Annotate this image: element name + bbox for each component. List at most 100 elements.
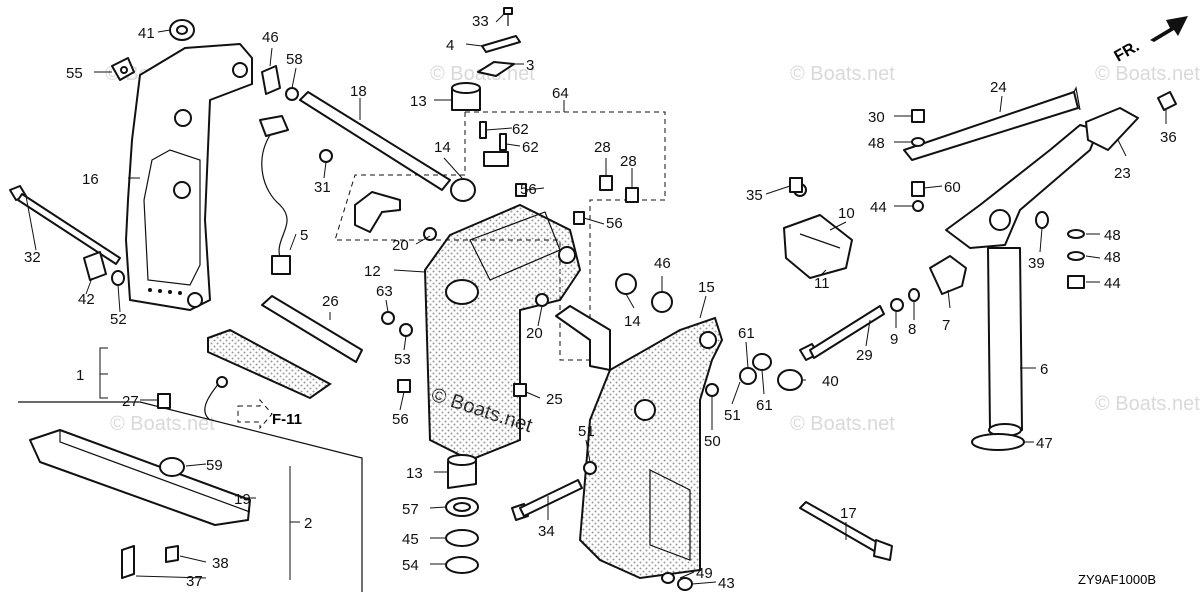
part-number-label: 2 bbox=[304, 515, 312, 532]
part-number-label: 5 bbox=[300, 227, 308, 244]
part-number-label: 4 bbox=[446, 37, 454, 54]
part-number-label: 28 bbox=[620, 153, 637, 170]
bushing-icon bbox=[615, 273, 673, 313]
shaft-icon bbox=[299, 91, 476, 202]
part-number-label: 39 bbox=[1028, 255, 1045, 272]
part-number-label: 62 bbox=[512, 121, 529, 138]
reference-label: F-11 bbox=[272, 411, 302, 428]
part-number-label: 30 bbox=[868, 109, 885, 126]
part-number-label: 50 bbox=[704, 433, 721, 450]
leader-lines bbox=[25, 13, 1167, 585]
part-number-label: 36 bbox=[1160, 129, 1177, 146]
washer-icon bbox=[445, 529, 479, 574]
part-number-label: 25 bbox=[546, 391, 563, 408]
reference-box: F-11 bbox=[237, 398, 302, 430]
part-number-label: 57 bbox=[402, 501, 419, 518]
nut-icon bbox=[169, 19, 195, 41]
watermark: © Boats.net bbox=[110, 413, 215, 435]
bolt-icon bbox=[789, 91, 1177, 289]
diagram-code: ZY9AF1000B bbox=[1078, 572, 1156, 587]
assembly-boundary bbox=[334, 111, 666, 361]
part-number-label: 34 bbox=[538, 523, 555, 540]
part-number-label: 51 bbox=[724, 407, 741, 424]
part-number-label: 48 bbox=[1104, 249, 1121, 266]
bushing-icon bbox=[83, 251, 125, 286]
part-number-label: 41 bbox=[138, 25, 155, 42]
part-number-label: 51 bbox=[578, 423, 595, 440]
washer-icon bbox=[890, 288, 920, 312]
part-number-label: 44 bbox=[1104, 275, 1121, 292]
part-number-label: 56 bbox=[520, 181, 537, 198]
trim-sensor-icon bbox=[259, 115, 291, 275]
part-number-label: 13 bbox=[410, 93, 427, 110]
part-number-label: 13 bbox=[406, 465, 423, 482]
part-number-label: 27 bbox=[122, 393, 139, 410]
part-number-label: 61 bbox=[756, 397, 773, 414]
part-number-label: 46 bbox=[262, 29, 279, 46]
part-number-label: 40 bbox=[822, 373, 839, 390]
bracket-plate-icon bbox=[555, 305, 611, 371]
screw-icon bbox=[121, 545, 179, 579]
part-number-label: 43 bbox=[718, 575, 735, 592]
part-number-label: 42 bbox=[78, 291, 95, 308]
cover-icon bbox=[783, 183, 853, 279]
part-number-label: 56 bbox=[392, 411, 409, 428]
part-number-label: 7 bbox=[942, 317, 950, 334]
part-number-label: 47 bbox=[1036, 435, 1053, 452]
part-number-label: 32 bbox=[24, 249, 41, 266]
part-number-label: 20 bbox=[526, 325, 543, 342]
bolt-icon bbox=[511, 479, 583, 521]
part-number-label: 45 bbox=[402, 531, 419, 548]
part-number-label: 53 bbox=[394, 351, 411, 368]
part-number-label: 33 bbox=[472, 13, 489, 30]
part-number-label: 31 bbox=[314, 179, 331, 196]
part-number-label: 14 bbox=[434, 139, 451, 156]
part-number-label: 63 bbox=[376, 283, 393, 300]
stopper-plate-icon bbox=[29, 429, 251, 526]
part-number-label: 46 bbox=[654, 255, 671, 272]
part-number-label: 59 bbox=[206, 457, 223, 474]
small-bolt-icon bbox=[503, 7, 513, 26]
clip-icon bbox=[111, 57, 135, 81]
part-number-label: 49 bbox=[696, 565, 713, 582]
part-number-label: 11 bbox=[814, 275, 830, 292]
part-number-label: 62 bbox=[522, 139, 539, 156]
steering-arm-icon bbox=[903, 86, 1139, 249]
part-number-label: 28 bbox=[594, 139, 611, 156]
seal-icon bbox=[445, 497, 479, 517]
part-number-label: 58 bbox=[286, 51, 303, 68]
part-number-label: 61 bbox=[738, 325, 755, 342]
part-number-label: 48 bbox=[1104, 227, 1121, 244]
tilt-pin-icon bbox=[261, 295, 363, 363]
watermark: © Boats.net bbox=[1095, 393, 1200, 415]
part-number-label: 26 bbox=[322, 293, 339, 310]
rubber-icon bbox=[159, 457, 185, 477]
part-number-label: 8 bbox=[908, 321, 916, 338]
bushing-icon bbox=[929, 255, 967, 295]
part-number-label: 48 bbox=[868, 135, 885, 152]
part-number-label: 56 bbox=[606, 215, 623, 232]
part-number-label: 12 bbox=[364, 263, 381, 280]
direction-label: FR. bbox=[1112, 38, 1143, 66]
collar-icon bbox=[447, 454, 477, 489]
part-number-label: 6 bbox=[1040, 361, 1048, 378]
part-number-label: 55 bbox=[66, 65, 83, 82]
washer-icon bbox=[261, 65, 299, 101]
part-number-label: 3 bbox=[526, 57, 534, 74]
part-number-label: 38 bbox=[212, 555, 229, 572]
part-number-label: 18 bbox=[350, 83, 367, 100]
long-bolt-icon bbox=[799, 501, 893, 561]
watermark: © Boats.net bbox=[790, 63, 895, 85]
pin-icon bbox=[479, 121, 509, 167]
group-bracket bbox=[99, 347, 108, 399]
long-bolt-icon bbox=[9, 185, 121, 265]
nut-icon bbox=[661, 572, 693, 591]
steering-shaft-icon bbox=[971, 247, 1025, 451]
bolt-icon bbox=[799, 305, 885, 361]
part-number-label: 19 bbox=[234, 491, 251, 508]
inset-frame bbox=[18, 401, 363, 592]
part-number-label: 1 bbox=[76, 367, 84, 384]
part-number-label: 44 bbox=[870, 199, 887, 216]
part-number-label: 16 bbox=[82, 171, 99, 188]
